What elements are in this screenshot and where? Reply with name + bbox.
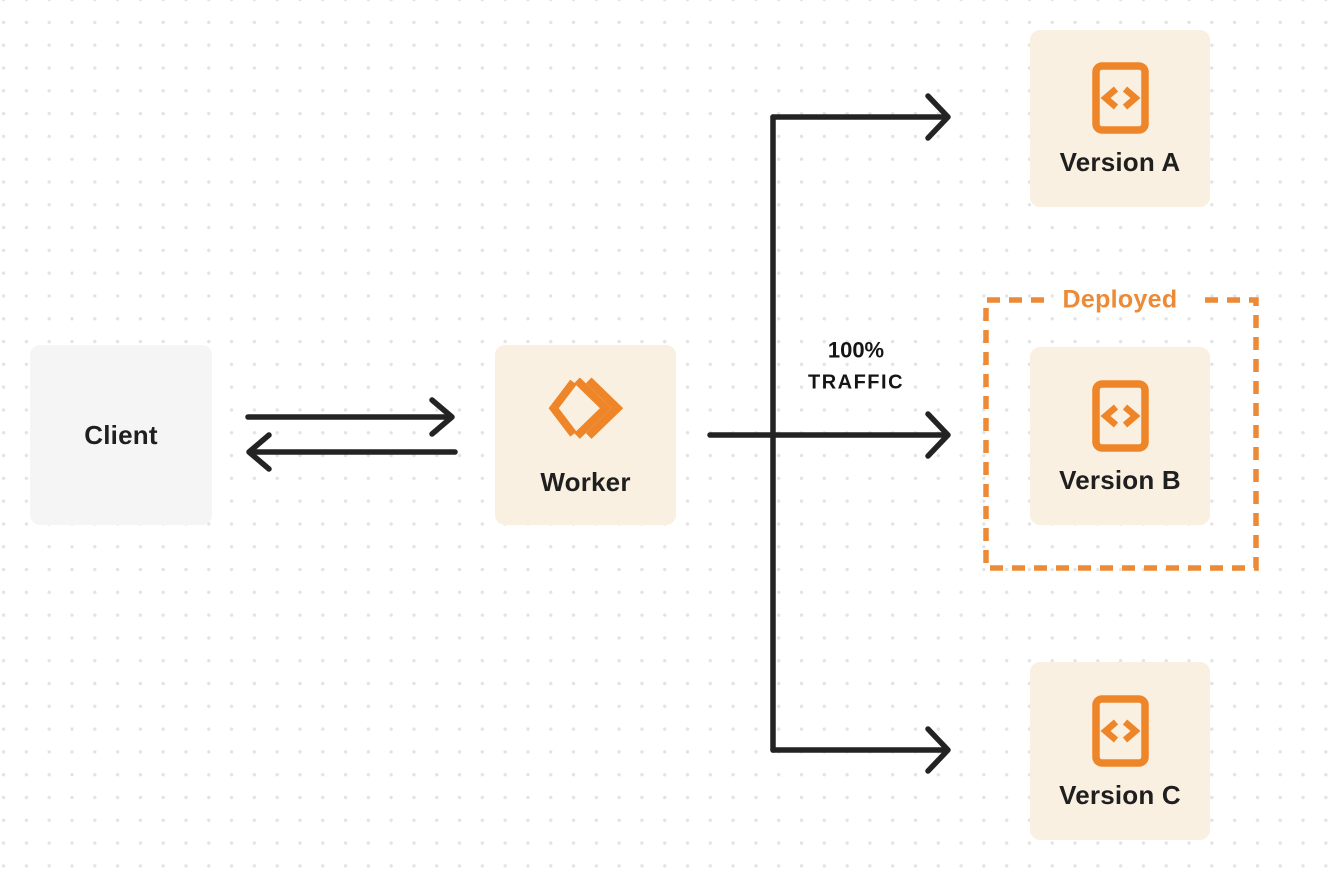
version-a-label: Version A [1059, 147, 1181, 177]
arrow-worker-to-client [246, 432, 458, 472]
arrow-worker-to-versions [707, 93, 951, 774]
worker-label: Worker [540, 467, 631, 497]
code-file-icon [1091, 694, 1149, 767]
code-file-icon [1091, 379, 1149, 452]
code-file-icon [1091, 62, 1149, 134]
client-node: Client [30, 345, 212, 525]
worker-node: Worker [495, 345, 676, 525]
arrow-client-to-worker [245, 397, 455, 437]
version-b-node: Version B [1030, 347, 1210, 525]
version-b-label: Version B [1059, 464, 1181, 495]
version-a-node: Version A [1030, 30, 1210, 207]
traffic-word-text: TRAFFIC [807, 371, 905, 394]
cloudflare-workers-logo-icon [548, 375, 624, 445]
client-label: Client [84, 420, 158, 450]
traffic-percent-text: 100% [827, 337, 885, 363]
traffic-edge-label: 100% TRAFFIC [807, 337, 905, 394]
version-c-label: Version C [1059, 779, 1181, 810]
version-c-node: Version C [1030, 662, 1210, 840]
deployed-badge: Deployed [1062, 285, 1178, 314]
